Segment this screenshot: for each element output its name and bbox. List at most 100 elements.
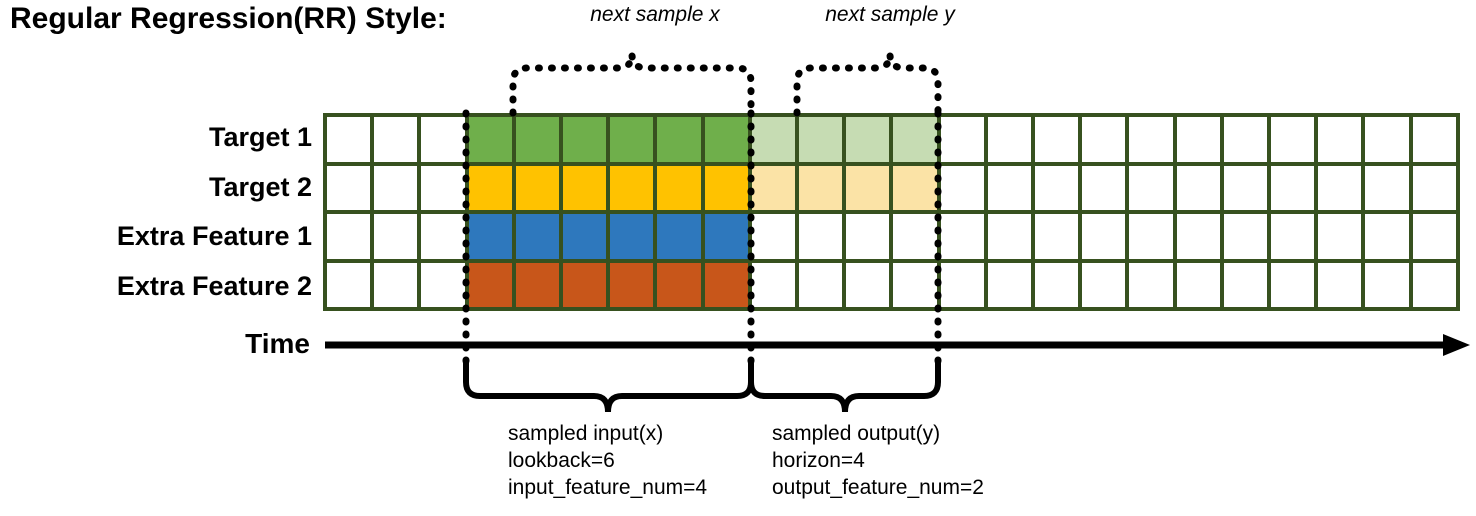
sampled-input-caption: sampled input(x) lookback=6 input_featur… <box>508 420 707 501</box>
cell-output <box>799 117 843 162</box>
cell-output <box>751 165 796 210</box>
next-sample-y-label: next sample y <box>825 3 955 26</box>
cell-empty <box>751 214 796 259</box>
cell-output <box>799 165 843 210</box>
cell-empty <box>1412 117 1456 162</box>
cell-empty <box>374 214 418 259</box>
cell-input <box>704 262 748 307</box>
sampled-output-line-1: sampled output(y) <box>772 422 941 445</box>
cell-empty <box>327 117 371 162</box>
row-label-text: Target 1 <box>208 122 312 153</box>
cell-input <box>515 117 560 162</box>
cell-input <box>468 117 512 162</box>
sampled-output-line-3: output_feature_num=2 <box>772 476 984 499</box>
row-label-text: Extra Feature 2 <box>116 270 312 301</box>
cell-empty <box>751 262 796 307</box>
cell-input <box>468 214 512 259</box>
cell-empty <box>1271 165 1315 210</box>
cell-empty <box>1412 165 1456 210</box>
cell-input <box>515 214 560 259</box>
cell-empty <box>1176 165 1220 210</box>
cell-input <box>704 117 748 162</box>
cell-empty <box>1412 214 1456 259</box>
cell-input <box>610 214 654 259</box>
cell-empty <box>1176 214 1220 259</box>
cell-empty <box>893 214 937 259</box>
cell-empty <box>799 262 843 307</box>
cell-empty <box>940 262 984 307</box>
brace-next-sample-x <box>509 53 755 117</box>
cell-empty <box>1365 117 1409 162</box>
cell-empty <box>1082 214 1126 259</box>
cell-empty <box>1365 262 1409 307</box>
cell-empty <box>374 262 418 307</box>
timeline-row <box>327 262 1456 307</box>
cell-empty <box>1365 165 1409 210</box>
cell-empty <box>987 262 1032 307</box>
cell-input <box>657 117 701 162</box>
timeline-row <box>327 117 1456 162</box>
cell-empty <box>1176 117 1220 162</box>
cell-empty <box>1035 262 1079 307</box>
cell-output <box>846 165 890 210</box>
cell-empty <box>1223 165 1268 210</box>
cell-empty <box>1223 214 1268 259</box>
cell-input <box>704 165 748 210</box>
cell-empty <box>987 117 1032 162</box>
cell-input <box>657 214 701 259</box>
row-label-text: Target 2 <box>208 171 312 202</box>
cell-input <box>563 262 607 307</box>
cell-empty <box>421 262 465 307</box>
cell-input <box>563 214 607 259</box>
cell-empty <box>421 214 465 259</box>
cell-output <box>846 117 890 162</box>
row-label-extra-feature-1: Extra Feature 1 <box>0 212 312 262</box>
cell-empty <box>327 214 371 259</box>
cell-input <box>657 262 701 307</box>
page-title: Regular Regression(RR) Style: <box>10 2 447 35</box>
cell-empty <box>1271 214 1315 259</box>
cell-empty <box>987 214 1032 259</box>
cell-empty <box>1318 165 1362 210</box>
row-label-target-1: Target 1 <box>0 113 312 163</box>
cell-input <box>468 165 512 210</box>
sampled-output-caption: sampled output(y) horizon=4 output_featu… <box>772 420 984 501</box>
cell-empty <box>421 165 465 210</box>
cell-empty <box>1082 165 1126 210</box>
sampled-output-line-2: horizon=4 <box>772 449 865 472</box>
cell-input <box>610 165 654 210</box>
cell-empty <box>421 117 465 162</box>
next-sample-x-label: next sample x <box>590 3 720 26</box>
brace-sampled-input <box>463 359 754 413</box>
cell-empty <box>799 214 843 259</box>
cell-empty <box>846 262 890 307</box>
cell-input <box>657 165 701 210</box>
cell-empty <box>940 214 984 259</box>
cell-input <box>515 165 560 210</box>
cell-output <box>751 117 796 162</box>
sampled-input-line-3: input_feature_num=4 <box>508 476 708 499</box>
cell-empty <box>374 165 418 210</box>
cell-empty <box>893 262 937 307</box>
cell-empty <box>327 165 371 210</box>
cell-input <box>610 117 654 162</box>
cell-empty <box>1035 117 1079 162</box>
cell-empty <box>1365 214 1409 259</box>
cell-empty <box>1129 262 1173 307</box>
cell-empty <box>1035 214 1079 259</box>
cell-empty <box>1082 117 1126 162</box>
cell-empty <box>1271 117 1315 162</box>
cell-input <box>563 165 607 210</box>
row-label-extra-feature-2: Extra Feature 2 <box>0 262 312 312</box>
cell-empty <box>327 262 371 307</box>
cell-empty <box>1129 165 1173 210</box>
cell-empty <box>374 117 418 162</box>
cell-empty <box>1271 262 1315 307</box>
time-axis-arrow <box>325 334 1470 356</box>
row-label-text: Extra Feature 1 <box>116 221 312 252</box>
cell-empty <box>940 117 984 162</box>
cell-empty <box>1223 117 1268 162</box>
cell-empty <box>1318 262 1362 307</box>
cell-empty <box>1412 262 1456 307</box>
